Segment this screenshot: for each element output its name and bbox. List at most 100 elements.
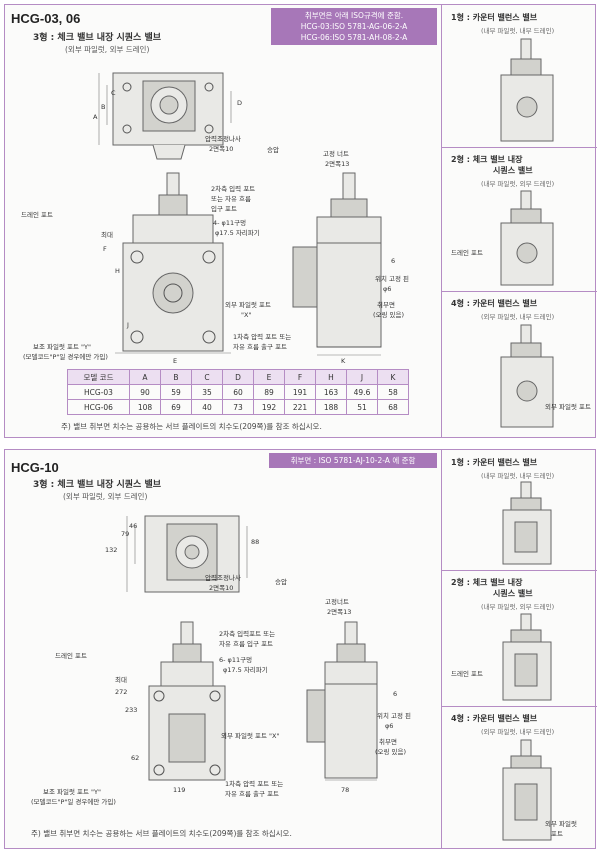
front-port-inner <box>163 283 183 303</box>
mini-upper <box>510 497 542 511</box>
footnote: 주) 밸브 취부면 치수는 공용하는 서브 플레이트의 치수도(209쪽)를 참… <box>31 829 292 838</box>
table-cell: 89 <box>253 384 285 400</box>
mini-port <box>514 783 538 821</box>
banner-line: HCG-06:ISO 5781-AH-08-2-A <box>300 33 408 42</box>
mini-upper <box>510 208 542 224</box>
mounting-face-label: 취부면 <box>379 738 397 746</box>
dim-6-label: 6 <box>391 257 396 265</box>
dim-label-78: 78 <box>341 786 350 794</box>
table-row: HCG-06 108 69 40 73 192 221 188 51 68 <box>67 399 409 415</box>
dim-label-b: B <box>101 103 106 111</box>
banner-line: HCG-03:ISO 5781-AG-06-2-A <box>300 22 408 31</box>
lock-nut-label: 고정 너트 <box>323 150 349 158</box>
front-bolt <box>202 330 216 344</box>
side-title-type1: 1형 : 카운터 밸런스 밸브 <box>451 458 538 467</box>
iso-banner: 취부면 : ISO 5781-AJ-10-2-A 에 준함 <box>269 453 437 468</box>
mini-upper <box>510 755 542 769</box>
type2-mini-drawing <box>502 613 552 701</box>
table-cell: HCG-03 <box>67 384 130 400</box>
mini-port <box>516 242 538 264</box>
front-bolt <box>130 330 144 344</box>
front-lock-nut <box>172 643 202 663</box>
iso-banner: 취부면은 아래 ISO규격에 준함. HCG-03:ISO 5781-AG-06… <box>271 8 437 45</box>
side-sub-type2: (내부 파일럿, 외부 드레인) <box>481 180 555 188</box>
side-title-type2-b: 시퀀스 밸브 <box>493 166 533 175</box>
type4-mini-drawing <box>502 739 552 841</box>
mini-port <box>514 653 538 687</box>
side-main-body <box>316 242 382 348</box>
side-pilot-block <box>292 246 318 308</box>
side-pilot-label: 외부 파일럿 포트 <box>545 403 591 411</box>
side-pilot-label: 외부 파일럿 <box>545 820 577 828</box>
pressure-screw-size: 2면폭10 <box>209 584 234 592</box>
bolt-hole <box>122 124 132 134</box>
table-cell: 73 <box>222 399 254 415</box>
side-drain-label: 드레인 포트 <box>451 670 483 678</box>
side-pilot-label-b: 포트 <box>551 830 563 838</box>
mini-upper <box>510 629 542 643</box>
side-title-type2-b: 시퀀스 밸브 <box>493 589 533 598</box>
side-adjust-screw <box>344 621 358 645</box>
side-title-type4: 4형 : 카운터 밸런스 밸브 <box>451 714 538 723</box>
dim-label-e: E <box>173 357 178 365</box>
pin-size-label: φ6 <box>383 285 392 293</box>
oring-label: (오링 있음) <box>373 311 405 319</box>
table-header: E <box>253 369 285 385</box>
holes-label: 6- φ11구멍 <box>219 656 253 664</box>
dim-label-88: 88 <box>251 538 260 546</box>
lock-nut-size: 2면폭13 <box>327 608 352 616</box>
side-main-body <box>324 683 378 779</box>
ext-pilot-label: 외부 파일럿 포트 "X" <box>221 732 280 740</box>
table-cell: HCG-06 <box>67 399 130 415</box>
secondary-port-label: 자유 흐름 입구 포트 <box>219 640 274 648</box>
table-header: F <box>284 369 316 385</box>
bolt-hole <box>204 82 214 92</box>
primary-port-label: 1차측 압력 포트 또는 <box>225 780 284 788</box>
top-view-drawing <box>98 72 232 160</box>
mini-screw <box>520 481 532 499</box>
dim-label-j: J <box>127 321 129 329</box>
section-title: HCG-03, 06 <box>11 11 81 26</box>
valve-top-neck <box>152 144 186 160</box>
oring-label: (오링 있음) <box>375 748 407 756</box>
dim-label-132: 132 <box>105 546 118 554</box>
secondary-port-label: 2차측 입력 포트 <box>211 185 256 193</box>
dim-label-79: 79 <box>121 530 130 538</box>
front-bolt <box>202 250 216 264</box>
table-header: D <box>222 369 254 385</box>
table-cell: 59 <box>160 384 192 400</box>
aux-pilot-label: 보조 파일럿 포트 "Y" <box>43 788 102 796</box>
table-cell: 49.6 <box>346 384 378 400</box>
counterbore-label: φ17.5 자리파기 <box>215 229 260 237</box>
adjust-screw <box>184 544 200 560</box>
front-bolt <box>130 250 144 264</box>
section-subtitle: 3형 : 체크 밸브 내장 시퀀스 밸브 <box>33 480 162 490</box>
secondary-port-label: 입구 포트 <box>211 205 237 213</box>
mounting-face-label: 취부면 <box>377 301 395 309</box>
side-pilot-block <box>306 689 326 743</box>
side-title-type4: 4형 : 카운터 밸런스 밸브 <box>451 299 538 308</box>
lock-nut-label: 고정너트 <box>325 598 349 606</box>
side-title-type2: 2형 : 체크 밸브 내장 <box>451 155 523 164</box>
side-separator <box>441 706 597 707</box>
aux-pilot-note: (모델코드"P"일 경우에만 가입) <box>31 798 116 806</box>
table-cell: 191 <box>284 384 316 400</box>
dim-label-a: A <box>93 113 98 121</box>
side-title-type1: 1형 : 카운터 밸런스 밸브 <box>451 13 538 22</box>
table-cell: 68 <box>377 399 409 415</box>
mini-screw <box>520 38 532 60</box>
section-subtitle: 3형 : 체크 밸브 내장 시퀀스 밸브 <box>33 33 162 43</box>
front-lock-nut <box>158 194 188 216</box>
side-separator <box>441 147 597 148</box>
section-subnote: (외부 파일럿, 외부 드레인) <box>63 492 148 501</box>
increase-label: 승압 <box>275 578 287 586</box>
front-port <box>152 272 194 314</box>
table-cell: 108 <box>129 399 161 415</box>
side-sub-type1: (내부 파일럿, 내부 드레인) <box>481 472 555 480</box>
mini-port <box>516 380 538 402</box>
panel-divider <box>441 5 442 437</box>
positioning-pin-label: 위치 고정 핀 <box>375 275 410 283</box>
side-separator <box>441 291 597 292</box>
lock-nut-size: 2면폭13 <box>325 160 350 168</box>
footnote: 주) 밸브 취부면 치수는 공용하는 서브 플레이트의 치수도(209쪽)를 참… <box>61 422 322 431</box>
